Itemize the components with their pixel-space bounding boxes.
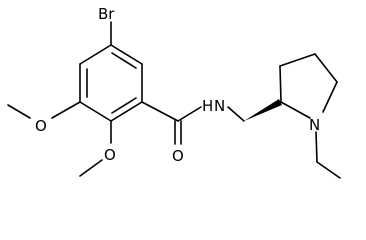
structure-canvas: Br O O O N H N [7, 5, 341, 179]
bond-c4-c5-ring [314, 53, 338, 83]
ring-nitrogen-label: N [309, 116, 320, 134]
bond-c5-c6 [110, 101, 143, 122]
bond-o3-ch3 [7, 104, 31, 119]
double-bond-inner-c5-c6 [111, 97, 137, 114]
bond-c3-c4-ring [279, 53, 316, 67]
bond-c4-c5 [79, 101, 112, 122]
bond-n-c2-ring [280, 101, 311, 119]
bond-n-ch2 [227, 106, 245, 122]
carbonyl-oxygen-label: O [172, 147, 184, 165]
bond-c1-c2 [110, 44, 143, 65]
bond-carbonyl-n [177, 106, 202, 122]
bond-ethyl-ch3 [316, 161, 341, 179]
bromine-label: Br [98, 5, 115, 23]
methoxy-oxygen-3-label: O [35, 117, 47, 135]
bond-c2-c3 [79, 44, 112, 65]
bond-c4-o3 [51, 101, 81, 119]
bond-c5-n-ring [322, 81, 338, 113]
bond-c2-c3-ring [279, 65, 282, 103]
benzene-ring [79, 44, 143, 122]
amide-hydrogen-label: H [202, 97, 213, 115]
bond-n-ethyl-ch2 [315, 131, 318, 163]
double-bond-inner-c1-c2 [111, 52, 137, 69]
amide-nitrogen-label: N [214, 97, 225, 115]
bond-o2-ch3 [79, 159, 103, 177]
methoxy-oxygen-2-label: O [104, 146, 116, 164]
stereo-wedge-bond [244, 99, 282, 121]
pyrrolidine-ring [279, 53, 338, 119]
bond-c6-carbonyl [141, 101, 179, 122]
